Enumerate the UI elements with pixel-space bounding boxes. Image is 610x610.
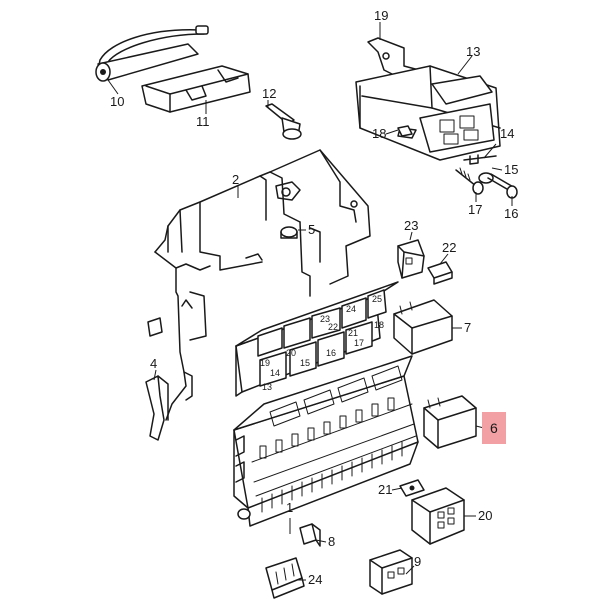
callout-2: 2 xyxy=(232,172,239,187)
relay-label-22: 22 xyxy=(328,322,338,332)
part-9-connector-housing xyxy=(369,549,413,595)
callout-labels: 10 11 12 19 13 14 15 16 17 18 2 5 23 22 … xyxy=(110,8,518,587)
part-4-clip xyxy=(145,317,169,441)
part-13-control-module xyxy=(355,37,501,161)
part-2-mounting-bracket xyxy=(154,149,371,421)
callout-23: 23 xyxy=(404,218,418,233)
callout-17: 17 xyxy=(468,202,482,217)
callout-1: 1 xyxy=(286,500,293,515)
callout-15: 15 xyxy=(504,162,518,177)
relay-label-23: 23 xyxy=(320,314,330,324)
callout-8: 8 xyxy=(328,534,335,549)
part-10-wire-pigtail xyxy=(95,25,209,82)
relay-label-25: 25 xyxy=(372,294,382,304)
callout-12: 12 xyxy=(262,86,276,101)
part-6-relay xyxy=(423,395,477,449)
relay-label-14: 14 xyxy=(270,368,280,378)
relay-label-24: 24 xyxy=(346,304,356,314)
part-5-grommet xyxy=(280,226,298,239)
callout-10: 10 xyxy=(110,94,124,109)
callout-11: 11 xyxy=(196,114,210,129)
relay-label-20: 20 xyxy=(286,348,296,358)
callout-13: 13 xyxy=(466,44,480,59)
part-15-washer xyxy=(478,172,494,184)
relay-label-13: 13 xyxy=(262,382,272,392)
relay-label-16: 16 xyxy=(326,348,336,358)
part-8-terminal xyxy=(299,523,321,547)
part-20-multi-pin-connector xyxy=(411,487,465,545)
part-18-nut xyxy=(397,125,413,137)
callout-19: 19 xyxy=(374,8,388,23)
relay-label-19: 19 xyxy=(260,358,270,368)
callout-4: 4 xyxy=(150,356,157,371)
callout-6-highlight-box xyxy=(482,412,506,444)
callout-5: 5 xyxy=(308,222,315,237)
part-12-push-clip xyxy=(265,103,302,140)
part-7-relay xyxy=(393,299,453,355)
relay-label-15: 15 xyxy=(300,358,310,368)
part-24-terminal-strip xyxy=(265,557,305,599)
part-17-screw xyxy=(455,167,484,195)
callout-20: 20 xyxy=(478,508,492,523)
callout-21: 21 xyxy=(378,482,392,497)
relay-label-18: 18 xyxy=(374,320,384,330)
callout-9: 9 xyxy=(414,554,421,569)
fuse-slot-row xyxy=(259,397,395,459)
callout-6: 6 xyxy=(490,420,498,436)
callout-14: 14 xyxy=(500,126,514,141)
part-14-clip xyxy=(463,154,497,165)
callout-22: 22 xyxy=(442,240,456,255)
part-1-fuse-relay-box xyxy=(233,281,419,527)
callout-16: 16 xyxy=(504,206,518,221)
highlighted-callout-6: 6 xyxy=(482,412,506,444)
relay-position-labels: 25 24 23 22 21 20 19 18 17 16 15 14 13 xyxy=(260,294,384,392)
part-21-terminal-clip xyxy=(399,479,425,497)
relay-label-21: 21 xyxy=(348,328,358,338)
relay-label-17: 17 xyxy=(354,338,364,348)
part-23-connector xyxy=(397,239,425,279)
part-11-holder-bracket xyxy=(141,65,251,113)
callout-7: 7 xyxy=(464,320,471,335)
callout-24: 24 xyxy=(308,572,322,587)
callout-18: 18 xyxy=(372,126,386,141)
part-16-screw xyxy=(487,173,518,199)
part-22-connector xyxy=(427,261,453,285)
